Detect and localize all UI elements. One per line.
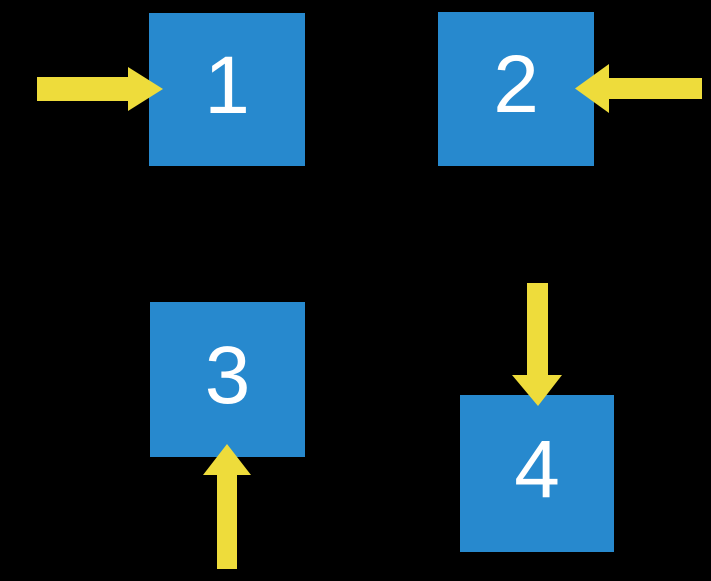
square-1-label: 1 [204,39,250,131]
numbered-square-1: 1 [149,13,305,166]
arrow-left-icon [575,64,702,113]
square-3-label: 3 [204,329,251,421]
square-4-label: 4 [514,423,560,515]
arrow-up-icon [203,444,251,569]
numbered-square-2: 2 [438,12,594,166]
numbered-square-3: 3 [150,302,305,457]
numbered-square-4: 4 [460,395,614,552]
arrow-right-icon [37,67,163,111]
square-2-label: 2 [493,39,539,130]
arrow-down-icon [512,283,562,406]
